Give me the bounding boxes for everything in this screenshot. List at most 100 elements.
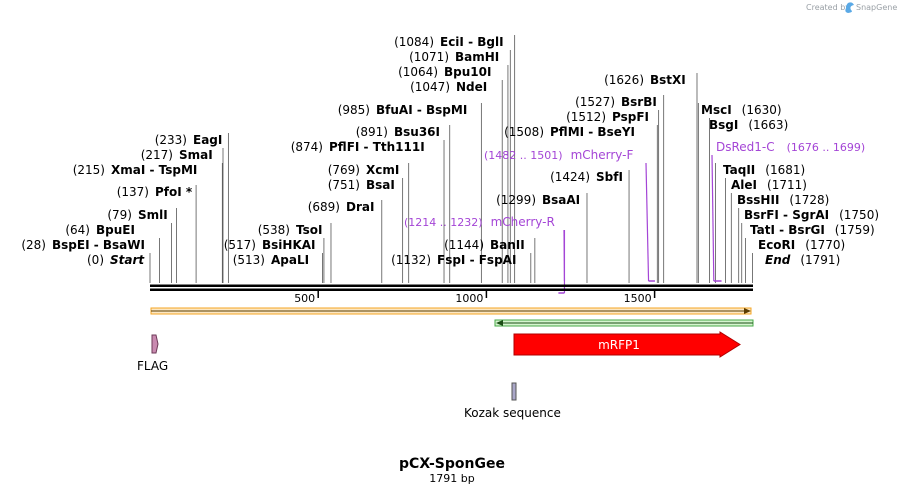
site-name: BamHI [455,50,499,64]
site-name: EagI [193,133,222,147]
site-position: (79) [107,208,132,222]
primer-range: (1214 .. 1232) [404,216,483,229]
site-name: XcmI [366,163,399,177]
site-lines [149,35,753,283]
primer[interactable]: (1214 .. 1232) mCherry-R [404,215,566,294]
plasmid-title: pCX-SponGee [399,456,505,472]
kozak-label: Kozak sequence [464,406,561,420]
restriction-site[interactable]: Bsu36I(891) [356,125,440,139]
restriction-site[interactable]: EagI(233) [155,133,223,147]
site-name: TatI - BsrGI [750,223,825,237]
restriction-site[interactable]: EciI - BglI(1084) [394,35,503,49]
site-position: (137) [117,185,149,199]
restriction-site[interactable]: Bpu10I (1064) [398,65,491,79]
restriction-site[interactable]: BanII(1144) [444,238,525,252]
site-position: (891) [356,125,388,139]
restriction-site[interactable]: BspEI - BsaWI(28) [21,238,145,252]
site-position: (517) [224,238,256,252]
site-name: BssHII [737,193,779,207]
restriction-site[interactable]: BstXI(1626) [604,73,686,87]
flag-label: FLAG [137,359,168,373]
restriction-site[interactable]: ApaLI(513) [233,253,309,267]
restriction-site[interactable]: BssHII(1728) [737,193,829,207]
restriction-site[interactable]: XcmI (769) [328,163,400,177]
restriction-site[interactable]: TsoI(538) [258,223,323,237]
primer-leader [711,154,715,282]
restriction-site[interactable]: SbfI(1424) [550,170,623,184]
primer-range: (1676 .. 1699) [787,141,866,154]
site-name: Bpu10I [444,65,491,79]
primer-leader [645,162,650,282]
site-position: (751) [328,178,360,192]
restriction-site[interactable]: NdeI (1047) [410,80,487,94]
primer[interactable]: DsRed1-C(1676 .. 1699) [711,140,866,282]
site-name: EcoRI [758,238,795,252]
site-name: BsaI [366,178,395,192]
restriction-site[interactable]: End (1791) [765,253,840,267]
restriction-site[interactable]: DraI(689) [308,200,375,214]
site-position: (1047) [410,80,450,94]
site-position: (217) [141,148,173,162]
site-name: AleI [731,178,757,192]
site-position: (1750) [839,208,879,222]
restriction-site[interactable]: XmaI - TspMI(215) [73,163,198,177]
site-name: DraI [346,200,374,214]
restriction-site[interactable]: PspFI(1512) [566,110,649,124]
restriction-site[interactable]: PflMI - BseYI(1508) [504,125,635,139]
restriction-site[interactable]: BsgI(1663) [709,118,788,132]
ruler-tick-label: 1000 [455,292,483,305]
site-name: End [765,253,791,267]
flag-feature[interactable] [151,334,159,354]
restriction-site[interactable]: FspI - FspAI(1132) [391,253,516,267]
site-name: SbfI [596,170,623,184]
site-name: EciI - BglI [440,35,504,49]
site-position: (1791) [800,253,840,267]
site-name: ApaLI [271,253,309,267]
restriction-site[interactable]: SmlI (79) [107,208,167,222]
site-name: PfoI * [155,185,193,199]
site-position: (0) [87,253,104,267]
site-position: (1071) [409,50,449,64]
kozak-feature[interactable] [511,382,517,401]
site-position: (769) [328,163,360,177]
primer-name: mCherry-R [491,215,555,229]
site-name: FspI - FspAI [437,253,516,267]
restriction-site[interactable]: BamHI (1071) [409,50,499,64]
green-strand-bar [494,319,754,327]
restriction-site[interactable]: TatI - BsrGI (1759) [750,223,875,237]
site-name: SmlI [138,208,168,222]
site-name: PflFI - Tth111I [329,140,425,154]
restriction-site[interactable]: BsaAI(1299) [496,193,580,207]
restriction-site[interactable]: PflFI - Tth111I(874) [291,140,425,154]
restriction-site[interactable]: BpuEI(64) [65,223,135,237]
ruler-tick-label: 500 [294,292,315,305]
restriction-site[interactable]: MscI(1630) [701,103,782,117]
restriction-site[interactable]: SmaI(217) [141,148,213,162]
primer[interactable]: (1482 .. 1501)mCherry-F [484,148,655,282]
restriction-site[interactable]: PfoI * (137) [117,185,193,199]
site-name: PspFI [612,110,649,124]
site-position: (1064) [398,65,438,79]
restriction-site[interactable]: BsiHKAI(517) [224,238,316,252]
site-name: BsrFI - SgrAI [744,208,829,222]
site-name: NdeI [456,80,487,94]
restriction-site[interactable]: AleI(1711) [731,178,807,192]
restriction-site[interactable]: BsrBI(1527) [575,95,657,109]
site-name: TaqII [723,163,755,177]
mrfp1-label: mRFP1 [598,338,640,352]
primer-range: (1482 .. 1501) [484,149,563,162]
site-name: BsrBI [621,95,657,109]
restriction-site[interactable]: BsaI (751) [328,178,395,192]
site-position: (1759) [835,223,875,237]
restriction-site[interactable]: EcoRI(1770) [758,238,845,252]
restriction-site[interactable]: TaqII(1681) [723,163,805,177]
restriction-site[interactable]: Start(0) [87,253,145,267]
restriction-site[interactable]: BsrFI - SgrAI (1750) [744,208,879,222]
restriction-site[interactable]: BfuAI - BspMI(985) [338,103,468,117]
feature-layer: FLAG mRFP1 Kozak sequence [137,331,741,420]
mrfp1-feature[interactable] [513,331,741,358]
site-position: (1663) [748,118,788,132]
site-name: BfuAI - BspMI [376,103,467,117]
snapgene-logo: Created by SnapGene [806,2,897,14]
site-name: BpuEI [96,223,135,237]
